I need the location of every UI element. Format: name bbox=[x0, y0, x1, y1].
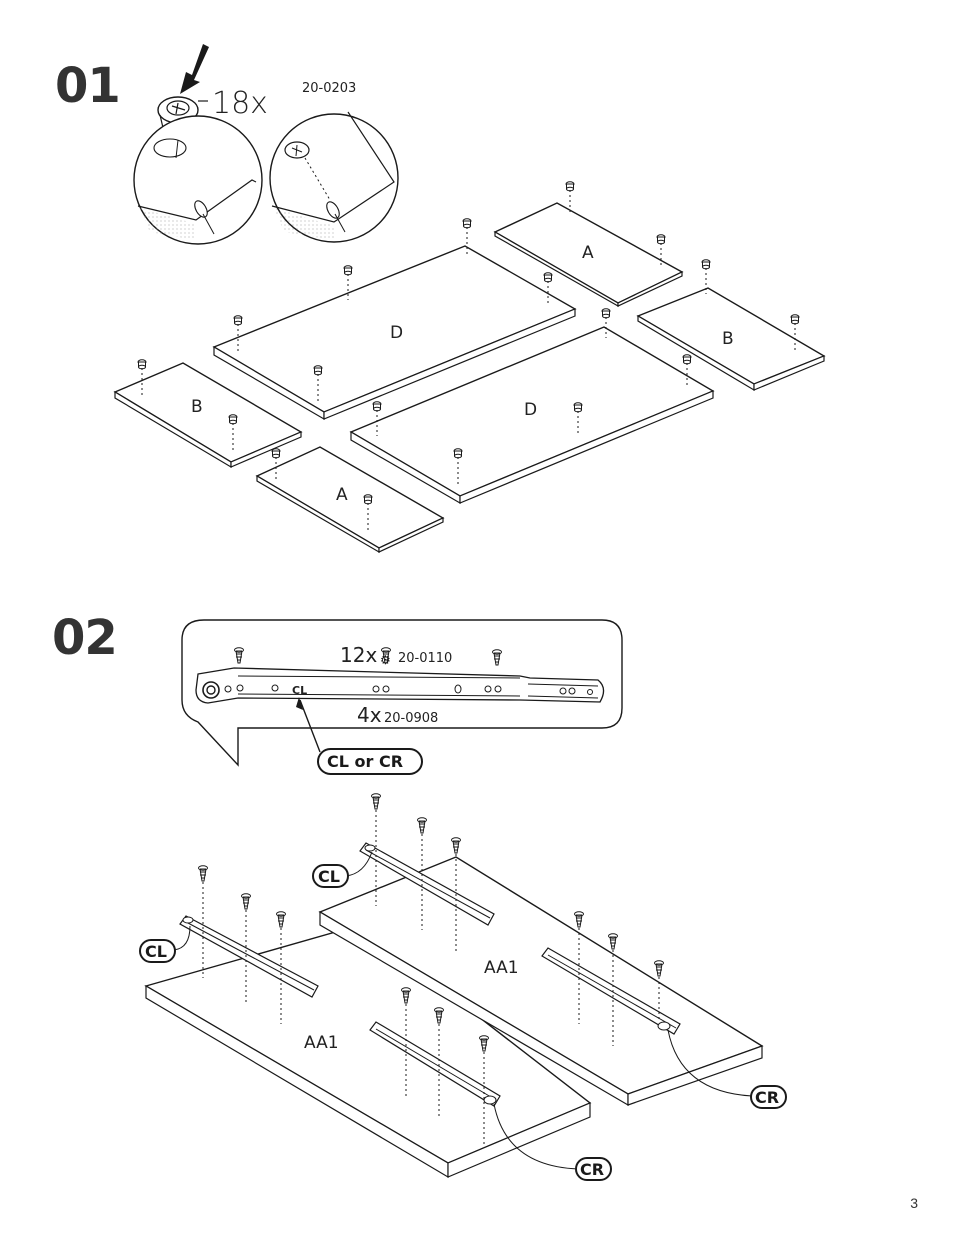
svg-text:CL: CL bbox=[318, 867, 340, 886]
detail-circle-turn bbox=[269, 111, 399, 243]
svg-text:⚙: ⚙ bbox=[380, 653, 391, 667]
drawer-slide-icon: CL bbox=[195, 667, 605, 704]
tag-cl-1: CL bbox=[312, 851, 373, 888]
panel-aa1-left: AA1 bbox=[144, 865, 592, 1179]
detail-circle-insert bbox=[133, 115, 263, 245]
panel-b-left: B bbox=[113, 359, 303, 469]
panel-aa1-right: AA1 bbox=[318, 793, 764, 1107]
tag-cl-2: CL bbox=[139, 925, 191, 963]
panel-a-top: A bbox=[493, 181, 684, 308]
slide-detail-callout: CL ⚙ 12x 20-0110 4x 20-0908 bbox=[181, 619, 623, 767]
panel-d-right-label: D bbox=[524, 400, 537, 420]
tag-cr-1: CR bbox=[667, 1029, 787, 1109]
panel-aa1-left-label: AA1 bbox=[304, 1033, 339, 1053]
panel-aa1-right-label: AA1 bbox=[484, 958, 519, 978]
step-2-number: 02 bbox=[52, 610, 118, 666]
screw-quantity: 12x bbox=[340, 643, 377, 667]
cl-or-cr-callout: CL or CR bbox=[296, 697, 423, 775]
panel-b-right: B bbox=[636, 259, 826, 392]
svg-text:CR: CR bbox=[580, 1160, 604, 1179]
panel-d-right: D bbox=[349, 308, 715, 505]
screw-icon: ⚙ bbox=[234, 647, 502, 667]
page-number: 3 bbox=[910, 1195, 918, 1211]
step-1-arrow-icon bbox=[180, 44, 209, 94]
svg-text:CL: CL bbox=[145, 942, 167, 961]
panel-a-bottom-label: A bbox=[336, 485, 348, 505]
panel-a-bottom: A bbox=[255, 446, 445, 554]
slide-label: CL bbox=[292, 684, 307, 697]
step-1-part-code: 20-0203 bbox=[302, 81, 356, 96]
slide-quantity: 4x bbox=[357, 703, 382, 727]
step-1-quantity: 18x bbox=[212, 86, 268, 121]
panel-d-left: D bbox=[212, 218, 577, 421]
cam-lock-icon bbox=[157, 96, 208, 135]
slide-code: 20-0908 bbox=[384, 711, 438, 726]
step-1-number: 01 bbox=[55, 58, 121, 114]
tag-cr-2: CR bbox=[493, 1103, 612, 1181]
svg-text:CR: CR bbox=[755, 1088, 779, 1107]
cl-or-cr-text: CL or CR bbox=[327, 752, 403, 771]
panel-b-right-label: B bbox=[722, 329, 734, 349]
panel-d-left-label: D bbox=[390, 323, 403, 343]
panel-b-left-label: B bbox=[191, 397, 203, 417]
screw-code: 20-0110 bbox=[398, 651, 452, 666]
panel-a-top-label: A bbox=[582, 243, 594, 263]
